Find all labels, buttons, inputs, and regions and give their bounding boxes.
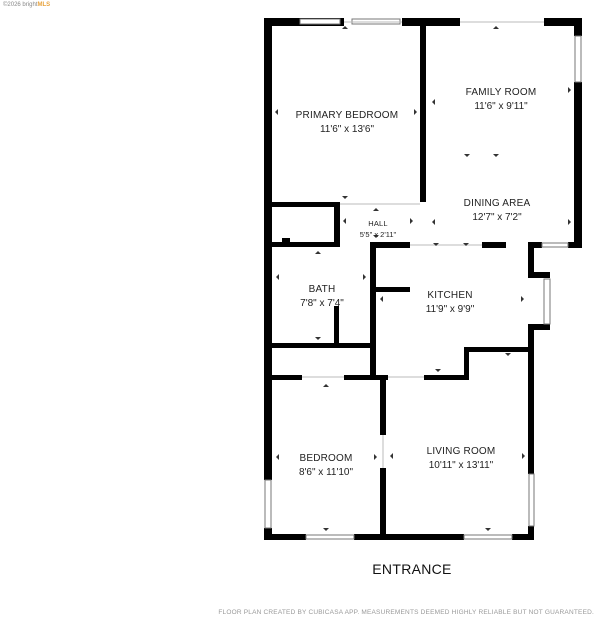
room-living-room: LIVING ROOM 10'11" x 13'11" (427, 446, 496, 471)
room-name: DINING AREA (463, 198, 531, 209)
room-name: FAMILY ROOM (465, 87, 537, 98)
room-name: HALL (368, 219, 388, 228)
measurement-ticks (275, 26, 571, 531)
disclaimer-text: FLOOR PLAN CREATED BY CUBICASA APP. MEAS… (218, 609, 594, 616)
room-dimensions: 11'6" x 9'11" (474, 101, 528, 112)
room-name: BATH (308, 284, 336, 295)
room-family-room: FAMILY ROOM 11'6" x 9'11" (466, 87, 537, 112)
watermark: ©2026 brightMLS (3, 2, 51, 8)
entrance-label: ENTRANCE (372, 561, 452, 577)
room-dimensions: 12'7" x 7'2" (472, 212, 522, 223)
room-kitchen: KITCHEN 11'9" x 9'9" (426, 290, 475, 315)
interior-walls (272, 22, 534, 536)
room-name: LIVING ROOM (426, 446, 496, 457)
room-dining-area: DINING AREA 12'7" x 7'2" (464, 198, 531, 223)
room-dimensions: 8'6" x 11'10" (298, 467, 354, 478)
room-bath: BATH 7'8" x 7'4" (300, 284, 344, 309)
room-dimensions: 11'9" x 9'9" (425, 304, 475, 315)
room-dimensions: 10'11" x 13'11" (428, 460, 494, 471)
room-dimensions: 7'8" x 7'4" (300, 298, 344, 309)
room-dimensions: 5'5" x 2'11" (359, 230, 397, 239)
doorways (302, 21, 544, 468)
room-bedroom: BEDROOM 8'6" x 11'10" (299, 453, 353, 478)
room-dimensions: 11'6" x 13'6" (319, 124, 375, 135)
room-name: PRIMARY BEDROOM (295, 110, 399, 121)
brand-logo: MLS (37, 2, 51, 8)
room-hall: HALL 5'5" x 2'11" (360, 219, 396, 239)
room-name: KITCHEN (427, 290, 473, 301)
room-primary-bedroom: PRIMARY BEDROOM 11'6" x 13'6" (296, 110, 399, 135)
room-name: BEDROOM (299, 453, 353, 464)
